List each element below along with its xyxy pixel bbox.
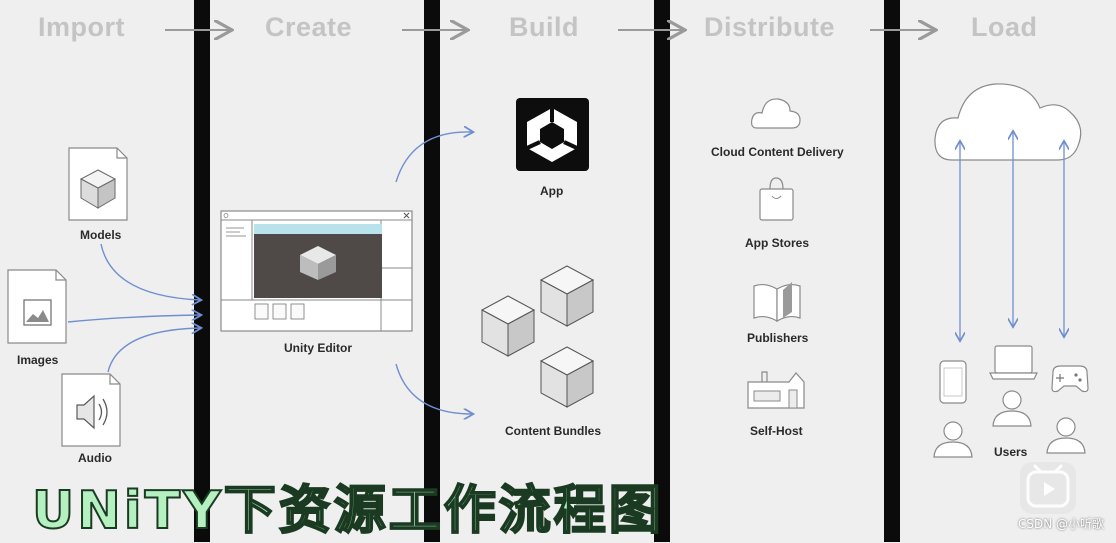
- models-file-icon: [68, 147, 128, 221]
- images-file-icon: [7, 269, 67, 344]
- divider-3: [654, 0, 670, 542]
- label-app: App: [540, 184, 564, 198]
- label-self-host: Self-Host: [750, 424, 803, 438]
- load-cloud-icon: [934, 83, 1082, 161]
- book-icon: [753, 282, 801, 323]
- create-to-build-connectors: [395, 132, 472, 414]
- cloud-icon: [750, 98, 801, 129]
- laptop-icon: [989, 345, 1038, 380]
- divider-2: [424, 0, 440, 542]
- watermark: CSDN @小听歌: [1017, 517, 1104, 531]
- stage-load: Load: [971, 12, 1038, 42]
- label-images: Images: [17, 353, 59, 367]
- play-icon: [1026, 464, 1070, 508]
- unity-editor-window: [220, 210, 413, 332]
- phone-icon: [939, 360, 967, 404]
- user-icon-2: [992, 390, 1032, 427]
- user-icon-1: [933, 421, 973, 458]
- label-users: Users: [994, 445, 1028, 459]
- divider-4: [884, 0, 900, 542]
- audio-file-icon: [61, 373, 121, 447]
- shopping-bag-icon: [759, 177, 794, 221]
- label-cloud-content-delivery: Cloud Content Delivery: [711, 145, 844, 159]
- play-badge[interactable]: [1020, 462, 1076, 514]
- label-models: Models: [80, 228, 122, 242]
- stage-create: Create: [265, 12, 353, 42]
- label-content-bundles: Content Bundles: [505, 424, 601, 438]
- label-app-stores: App Stores: [745, 236, 810, 250]
- label-unity-editor: Unity Editor: [284, 341, 352, 355]
- stage-build: Build: [509, 12, 579, 42]
- user-icon-3: [1046, 417, 1086, 454]
- load-connectors: [960, 132, 1064, 340]
- divider-1: [194, 0, 210, 542]
- label-publishers: Publishers: [747, 331, 809, 345]
- app-icon: [516, 98, 589, 171]
- gamepad-icon: [1051, 365, 1089, 393]
- import-connectors: [67, 243, 200, 373]
- label-audio: Audio: [78, 451, 112, 465]
- stage-import: Import: [38, 12, 125, 42]
- overlay-title: UNiTY下资源工作流程图: [31, 480, 664, 542]
- content-bundle-cubes: [480, 265, 595, 408]
- stage-distribute: Distribute: [704, 12, 836, 42]
- house-icon: [747, 371, 805, 409]
